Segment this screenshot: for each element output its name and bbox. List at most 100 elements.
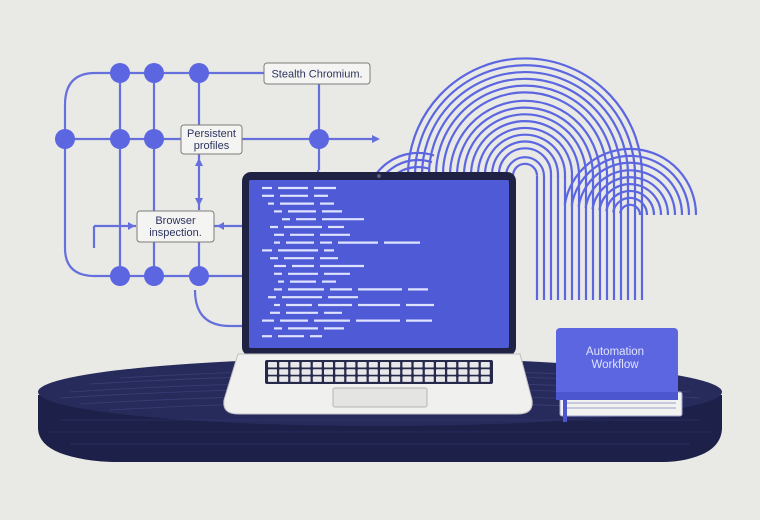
keyboard-key [335, 369, 345, 375]
diagram-arrows [128, 135, 380, 230]
fingerprint-arc [413, 64, 637, 182]
keyboard-key [469, 376, 479, 382]
webcam-icon [377, 174, 381, 178]
keyboard-key [458, 369, 468, 375]
keyboard-key [268, 376, 277, 382]
browser-inspection-label: Browser inspection. [136, 210, 215, 243]
keyboard-key [324, 376, 333, 382]
stealth-chromium-label: Stealth Chromium. [263, 62, 371, 85]
keyboard-key [391, 376, 401, 382]
trackpad [332, 387, 428, 408]
book-title-line-2: Workflow [591, 359, 639, 371]
keyboard-key [324, 362, 333, 368]
keyboard-key [290, 376, 300, 382]
fingerprint-arc [619, 203, 642, 216]
fingerprint-arc [462, 113, 588, 179]
network-node [110, 266, 130, 286]
network-nodes [55, 63, 329, 286]
keyboard-key [480, 362, 490, 368]
keyboard-key [301, 376, 311, 382]
fingerprint-arc [577, 161, 684, 216]
keyboard-key [402, 369, 412, 375]
fingerprint-arc [455, 106, 595, 180]
fingerprint-arc [598, 183, 663, 216]
keyboard-key [469, 369, 479, 375]
keyboard-key [436, 362, 445, 368]
keyboard-key [391, 369, 401, 375]
keyboard-key [413, 362, 423, 368]
keyboard-key [312, 376, 322, 382]
stealth-chromium-text: Stealth Chromium. [271, 69, 362, 81]
keyboard-key [380, 362, 389, 368]
keyboard-key [268, 369, 277, 375]
keyboard-key [368, 362, 378, 368]
keyboard-key [413, 369, 423, 375]
code-lines [262, 186, 434, 338]
keyboard-key [458, 362, 468, 368]
laptop [223, 172, 533, 415]
fingerprint-arc [476, 126, 574, 179]
fingerprint-arc [497, 147, 553, 177]
fingerprint-arc [434, 84, 616, 181]
laptop-screen [249, 180, 509, 348]
keyboard-key [424, 376, 434, 382]
fingerprint-arc [469, 120, 581, 179]
network-node [309, 129, 329, 149]
keyboard-key [447, 369, 457, 375]
keyboard-key [312, 362, 322, 368]
keyboard-key [279, 362, 289, 368]
fingerprint-arc [511, 162, 539, 176]
keyboard-key [480, 369, 490, 375]
fingerprint-arc [584, 169, 677, 216]
keyboard-key [301, 369, 311, 375]
keyboard-key [424, 369, 434, 375]
persistent-profiles-label: Persistent profiles [180, 124, 243, 155]
keyboard-key [413, 376, 423, 382]
keyboard-key [346, 376, 356, 382]
fingerprint-arc [563, 147, 698, 216]
network-node [55, 129, 75, 149]
network-node [110, 63, 130, 83]
keyboard-key [357, 362, 367, 368]
network-node [189, 63, 209, 83]
keyboard-key [324, 369, 333, 375]
persistent-profiles-text-2: profiles [194, 140, 230, 152]
fingerprint-arc [406, 57, 644, 183]
keyboard-key [290, 362, 300, 368]
keyboard-key [458, 376, 468, 382]
keyboard-key [380, 376, 389, 382]
keyboard-key [357, 369, 367, 375]
keyboard-key [436, 369, 445, 375]
keyboard-key [346, 369, 356, 375]
keyboard-key [312, 369, 322, 375]
fingerprint-arc [427, 77, 623, 182]
browser-inspection-text-2: inspection. [149, 227, 202, 239]
keyboard-key [447, 376, 457, 382]
keyboard-key [368, 376, 378, 382]
fingerprint-arc [591, 176, 670, 216]
fingerprint-arc [504, 156, 546, 177]
keyboard-key [402, 362, 412, 368]
keyboard-key [480, 376, 490, 382]
keyboard-key [279, 376, 289, 382]
keyboard-key [469, 362, 479, 368]
keyboard-key [357, 376, 367, 382]
keyboard-key [335, 376, 345, 382]
network-node [144, 266, 164, 286]
keyboard-key [380, 369, 389, 375]
fingerprint-arc [570, 154, 691, 216]
keyboard-key [346, 362, 356, 368]
keyboard-key [402, 376, 412, 382]
fingerprint-arc [420, 70, 630, 182]
book-title-line-1: Automation [586, 346, 644, 358]
persistent-profiles-text-1: Persistent [187, 128, 236, 140]
keyboard-key [301, 362, 311, 368]
fingerprint-arc [483, 133, 567, 178]
network-node [144, 129, 164, 149]
automation-workflow-book: Automation Workflow [556, 328, 683, 422]
fingerprint-arc [490, 140, 560, 178]
fingerprint-arc [448, 99, 602, 180]
keyboard-key [447, 362, 457, 368]
keyboard-key [391, 362, 401, 368]
